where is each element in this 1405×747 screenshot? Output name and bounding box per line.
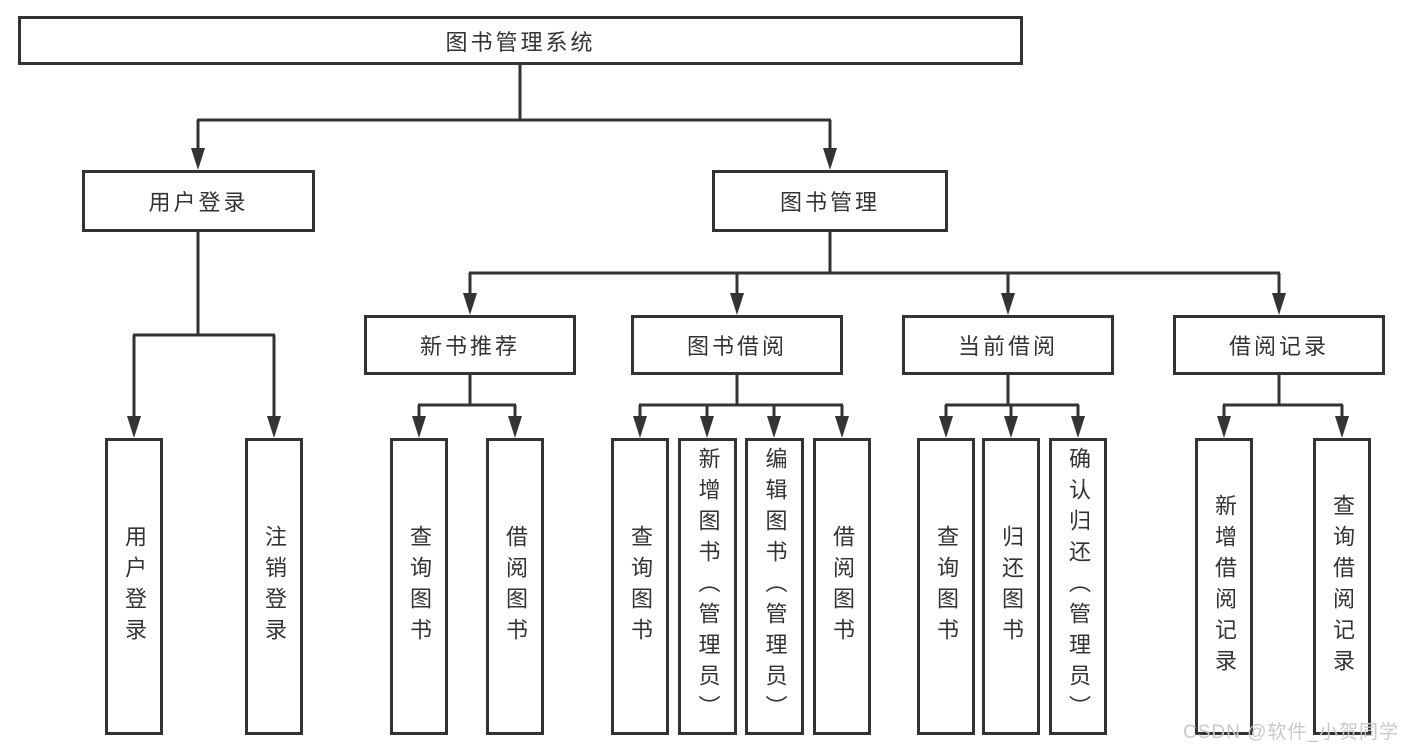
node-new-book-recommendation-label: 新书推荐 [419,334,520,359]
leaf-records-add-record: 新增借阅记录 [1195,438,1253,735]
node-new-book-recommendation: 新书推荐 [364,315,576,375]
node-system-root: 图书管理系统 [18,16,1023,65]
node-user-login-label: 用户登录 [148,190,249,215]
leaf-recommend-query-books: 查询图书 [390,438,448,735]
leaf-borrowing-query-books: 查询图书 [611,438,669,735]
leaf-current-confirm-return-admin: 确认归还（管理员） [1049,438,1107,735]
leaf-current-confirm-return-admin-label: 确认归还（管理员） [1066,447,1091,726]
node-borrowing-records: 借阅记录 [1173,315,1385,375]
leaf-current-return-books: 归还图书 [982,438,1040,735]
leaf-recommend-borrow-books: 借阅图书 [486,438,544,735]
leaf-logout: 注销登录 [245,438,303,735]
arrowheads [127,148,1349,438]
node-book-management-label: 图书管理 [779,190,880,215]
leaf-records-query-record-label: 查询借阅记录 [1330,493,1355,680]
node-system-root-label: 图书管理系统 [445,29,596,55]
node-book-borrowing: 图书借阅 [631,315,843,375]
leaf-borrowing-add-books-admin-label: 新增图书（管理员） [695,447,721,726]
leaf-user-login-label: 用户登录 [122,524,147,649]
node-current-borrowing-label: 当前借阅 [957,334,1058,359]
leaf-current-return-books-label: 归还图书 [999,524,1024,649]
node-borrowing-records-label: 借阅记录 [1228,334,1329,359]
node-book-borrowing-label: 图书借阅 [686,334,787,359]
leaf-borrowing-query-books-label: 查询图书 [628,524,653,649]
leaf-logout-label: 注销登录 [262,524,287,649]
leaf-current-query-books-label: 查询图书 [934,524,959,649]
leaf-borrowing-add-books-admin: 新增图书（管理员） [678,438,737,735]
leaf-records-query-record: 查询借阅记录 [1313,438,1371,735]
leaf-borrowing-edit-books-admin-label: 编辑图书（管理员） [762,447,788,726]
leaf-borrowing-borrow-books-label: 借阅图书 [830,524,855,649]
leaf-borrowing-borrow-books: 借阅图书 [813,438,871,735]
node-current-borrowing: 当前借阅 [902,315,1114,375]
leaf-recommend-borrow-books-label: 借阅图书 [503,524,528,649]
csdn-watermark: CSDN @软件_小贺同学 [1183,722,1399,743]
leaf-recommend-query-books-label: 查询图书 [407,524,432,649]
leaf-user-login: 用户登录 [105,438,163,735]
node-user-login: 用户登录 [82,170,315,232]
node-book-management: 图书管理 [712,170,948,232]
leaf-records-add-record-label: 新增借阅记录 [1212,493,1237,680]
leaf-current-query-books: 查询图书 [917,438,975,735]
leaf-borrowing-edit-books-admin: 编辑图书（管理员） [745,438,804,735]
